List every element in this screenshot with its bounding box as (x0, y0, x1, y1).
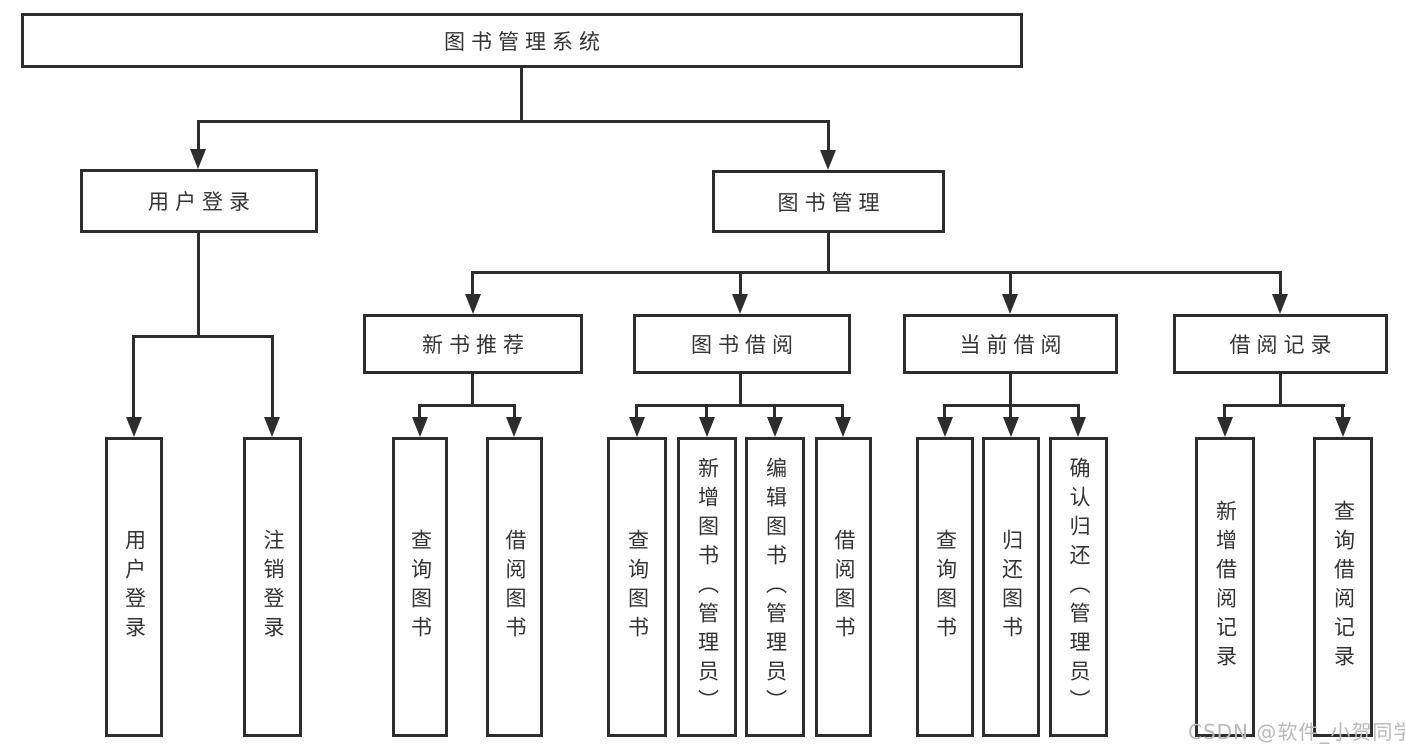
connector-stub (1341, 404, 1344, 418)
watermark: CSDN @软件_小贺同学 (1188, 720, 1405, 744)
node-book-borrowing: 图书借阅 (633, 314, 851, 374)
arrow-down-icon (506, 417, 522, 437)
node-book-management: 图书管理 (712, 170, 945, 233)
leaf-label: 用户登录 (122, 529, 147, 645)
leaf-label: 新增图书（管理员） (695, 456, 720, 718)
arrow-down-icon (1003, 417, 1019, 437)
leaf-confirm-return-admin: 确认归还（管理员） (1049, 437, 1108, 737)
connector-stub (705, 404, 708, 418)
connector-stub (1223, 404, 1226, 418)
connector-stub (271, 335, 274, 417)
arrow-down-icon (465, 294, 481, 314)
arrow-down-icon (1070, 417, 1086, 437)
node-new-book-recommendation: 新书推荐 (363, 314, 583, 374)
node-label: 当前借阅 (959, 333, 1068, 357)
node-label: 新书推荐 (422, 333, 530, 357)
node-label: 借阅记录 (1229, 333, 1338, 357)
leaf-label: 借阅图书 (503, 529, 527, 645)
connector-stub (471, 271, 474, 296)
leaf-label: 查询图书 (625, 529, 650, 645)
connector-stub (841, 404, 844, 418)
leaf-label: 新增借阅记录 (1213, 500, 1238, 674)
connector-stem (739, 374, 742, 406)
connector-stub (132, 335, 135, 417)
arrow-down-icon (767, 417, 783, 437)
connector-stem (1279, 374, 1282, 406)
leaf-borrow-books-recommend: 借阅图书 (486, 437, 543, 737)
node-borrowing-records: 借阅记录 (1173, 314, 1388, 374)
connector-rail (132, 335, 274, 338)
leaf-label: 查询图书 (933, 529, 958, 645)
connector-rail (418, 404, 516, 407)
arrow-down-icon (937, 417, 953, 437)
connector-level1-rail (197, 120, 830, 123)
connector-root-stem (520, 68, 523, 121)
arrow-down-icon (1272, 294, 1288, 314)
arrow-down-icon (732, 294, 748, 314)
arrow-down-icon (835, 417, 851, 437)
arrow-down-icon (1335, 417, 1351, 437)
node-library-system: 图书管理系统 (21, 13, 1023, 68)
connector-stub (513, 404, 516, 418)
connector-stub (1279, 271, 1282, 296)
leaf-query-books-current: 查询图书 (916, 437, 974, 737)
node-current-borrowing: 当前借阅 (903, 314, 1118, 374)
leaf-query-borrow-record: 查询借阅记录 (1313, 437, 1373, 737)
connector-rail (635, 404, 844, 407)
leaf-label: 借阅图书 (832, 529, 856, 645)
leaf-add-book-admin: 新增图书（管理员） (677, 437, 737, 737)
connector-stub (1077, 404, 1080, 418)
arrow-down-icon (190, 149, 206, 169)
connector-stub (635, 404, 638, 418)
leaf-label: 查询借阅记录 (1331, 500, 1356, 674)
connector-stub (1009, 271, 1012, 296)
arrow-down-icon (264, 417, 280, 437)
arrow-down-icon (126, 417, 142, 437)
connector-stub (197, 120, 200, 152)
arrow-down-icon (820, 150, 836, 170)
leaf-logout: 注销登录 (243, 437, 302, 737)
leaf-add-borrow-record: 新增借阅记录 (1195, 437, 1255, 737)
connector-stub (773, 404, 776, 418)
connector-stub (418, 404, 421, 418)
arrow-down-icon (699, 417, 715, 437)
node-label: 用户登录 (148, 190, 256, 214)
leaf-return-books: 归还图书 (982, 437, 1040, 737)
connector-stub (1009, 404, 1012, 418)
node-label: 图书管理 (777, 190, 886, 215)
leaf-borrow-books: 借阅图书 (815, 437, 872, 737)
connector-level2-rail (471, 271, 1282, 274)
arrow-down-icon (1002, 294, 1018, 314)
connector-stub (827, 120, 830, 152)
node-label: 图书借阅 (691, 333, 799, 357)
connector-stem (471, 374, 474, 406)
leaf-user-login: 用户登录 (105, 437, 163, 737)
node-user-login: 用户登录 (80, 169, 318, 233)
leaf-label: 注销登录 (261, 529, 285, 645)
node-label: 图书管理系统 (444, 29, 606, 54)
connector-stem (827, 233, 830, 273)
arrow-down-icon (1217, 417, 1233, 437)
connector-stub (739, 271, 742, 296)
connector-stem (1009, 374, 1012, 406)
connector-rail (1223, 404, 1345, 407)
connector-stub (943, 404, 946, 418)
leaf-label: 查询图书 (408, 529, 433, 645)
leaf-label: 归还图书 (999, 529, 1024, 645)
leaf-query-books-borrowing: 查询图书 (607, 437, 667, 737)
leaf-query-books-recommend: 查询图书 (392, 437, 448, 737)
leaf-edit-book-admin: 编辑图书（管理员） (745, 437, 805, 737)
connector-stem (197, 233, 200, 337)
arrow-down-icon (629, 417, 645, 437)
arrow-down-icon (412, 417, 428, 437)
leaf-label: 编辑图书（管理员） (763, 456, 788, 718)
leaf-label: 确认归还（管理员） (1067, 456, 1091, 718)
